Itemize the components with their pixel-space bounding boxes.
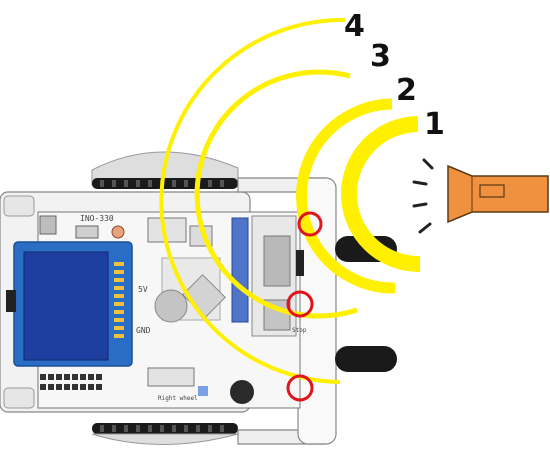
flashlight-icon	[447, 164, 549, 224]
light-sensor-marker-icon	[286, 374, 314, 402]
stage-number-4: 4	[344, 9, 365, 44]
stage-number-3: 3	[370, 39, 391, 74]
bottom-wheel	[91, 423, 239, 445]
board-gnd-label: GND	[136, 326, 151, 335]
light-arc-4	[159, 17, 346, 384]
lcd-display	[6, 241, 133, 367]
flashlight-beam-rays	[412, 158, 434, 234]
board-wheel-label: Right wheel	[158, 395, 198, 402]
light-arc-1	[341, 116, 421, 273]
board-model-label: INO-330	[80, 214, 114, 223]
lower-bumper	[335, 346, 397, 372]
light-sensor-marker-icon	[297, 211, 323, 237]
stage-number-2: 2	[396, 73, 417, 108]
light-sensor-marker-icon	[286, 290, 314, 318]
stage-number-1: 1	[424, 107, 445, 142]
board-stop-label: Stop	[292, 327, 307, 334]
light-arc-2	[296, 98, 396, 294]
board-5v-label: 5V	[138, 285, 148, 294]
light-arc-3	[194, 69, 358, 319]
